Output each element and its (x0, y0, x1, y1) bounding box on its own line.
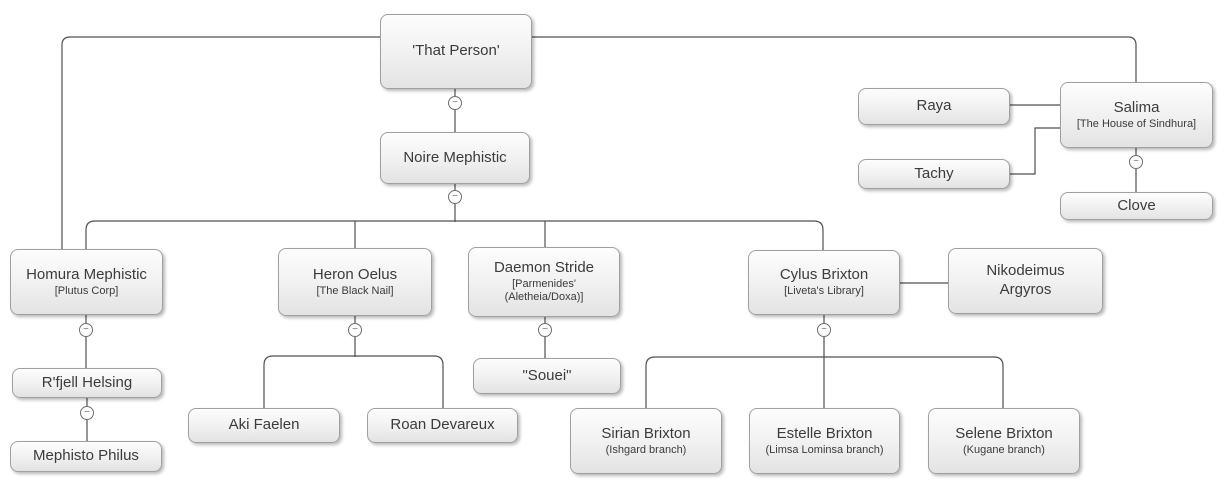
tree-node-selene[interactable]: Selene Brixton(Kugane branch) (928, 408, 1080, 474)
tree-node-sirian[interactable]: Sirian Brixton(Ishgard branch) (570, 408, 722, 474)
collapse-button-homura[interactable]: − (79, 323, 93, 337)
line-tachy-salima (1010, 127, 1060, 175)
node-name: Tachy (914, 164, 954, 182)
node-name: Noire Mephistic (403, 148, 507, 166)
node-name: Daemon Stride (493, 258, 595, 276)
node-name: Nikodeimus Argyros (986, 262, 1065, 298)
bracket-heron-children (263, 355, 444, 408)
collapse-button-noire[interactable]: − (448, 190, 462, 204)
node-subtitle: [The House of Sindhura] (1076, 117, 1197, 130)
tree-node-salima[interactable]: Salima[The House of Sindhura] (1060, 82, 1213, 148)
tree-node-estelle[interactable]: Estelle Brixton(Limsa Lominsa branch) (749, 408, 900, 474)
node-subtitle: (Limsa Lominsa branch) (765, 443, 884, 456)
node-name: Sirian Brixton (601, 424, 691, 442)
node-name: Homura Mephistic (26, 265, 147, 283)
node-subtitle: [The Black Nail] (316, 284, 394, 297)
node-subtitle: (Ishgard branch) (605, 443, 687, 456)
tree-node-aki[interactable]: Aki Faelen (188, 408, 340, 443)
node-name: 'That Person' (412, 42, 500, 60)
collapse-button-cylus[interactable]: − (817, 323, 831, 337)
collapse-button-rfjell[interactable]: − (80, 406, 94, 420)
bracket-cylus-children (645, 356, 1004, 408)
collapse-button-heron[interactable]: − (348, 323, 362, 337)
node-subtitle: [Plutus Corp] (54, 284, 119, 297)
tree-node-that-person[interactable]: 'That Person' (380, 14, 532, 89)
tree-node-tachy[interactable]: Tachy (858, 159, 1010, 189)
collapse-button-that-person[interactable]: − (448, 96, 462, 110)
line-top-family (61, 36, 1137, 249)
tree-node-cylus[interactable]: Cylus Brixton[Liveta's Library] (748, 250, 900, 315)
node-subtitle: (Kugane branch) (963, 443, 1045, 456)
tree-node-souei[interactable]: "Souei" (473, 358, 621, 394)
tree-node-clove[interactable]: Clove (1060, 192, 1213, 220)
tree-node-mephisto[interactable]: Mephisto Philus (10, 441, 162, 472)
node-name: Salima (1113, 98, 1160, 116)
node-name: R'fjell Helsing (41, 373, 133, 391)
node-name: Raya (916, 97, 952, 115)
node-name: Mephisto Philus (33, 447, 139, 465)
tree-node-noire[interactable]: Noire Mephistic (380, 132, 530, 184)
tree-node-rfjell[interactable]: R'fjell Helsing (12, 368, 162, 398)
tree-node-heron[interactable]: Heron Oelus[The Black Nail] (278, 248, 432, 316)
node-subtitle: [Parmenides' (Aletheia/Doxa)] (504, 277, 584, 304)
tree-node-nikodeimus[interactable]: Nikodeimus Argyros (948, 248, 1103, 314)
node-name: Aki Faelen (228, 416, 300, 434)
node-name: Heron Oelus (312, 265, 398, 283)
tree-node-daemon[interactable]: Daemon Stride[Parmenides' (Aletheia/Doxa… (468, 247, 620, 317)
node-name: Clove (1117, 196, 1156, 214)
node-name: "Souei" (522, 366, 572, 384)
bracket-noire-children (85, 220, 824, 250)
tree-node-raya[interactable]: Raya (858, 88, 1010, 125)
node-name: Roan Devareux (390, 416, 495, 434)
node-name: Selene Brixton (955, 424, 1053, 442)
node-name: Estelle Brixton (776, 424, 873, 442)
collapse-button-salima[interactable]: − (1129, 155, 1143, 169)
collapse-button-daemon[interactable]: − (538, 323, 552, 337)
tree-node-roan[interactable]: Roan Devareux (367, 408, 518, 443)
tree-node-homura[interactable]: Homura Mephistic[Plutus Corp] (10, 249, 163, 315)
node-subtitle: [Liveta's Library] (784, 285, 864, 297)
node-name: Cylus Brixton (779, 266, 869, 284)
